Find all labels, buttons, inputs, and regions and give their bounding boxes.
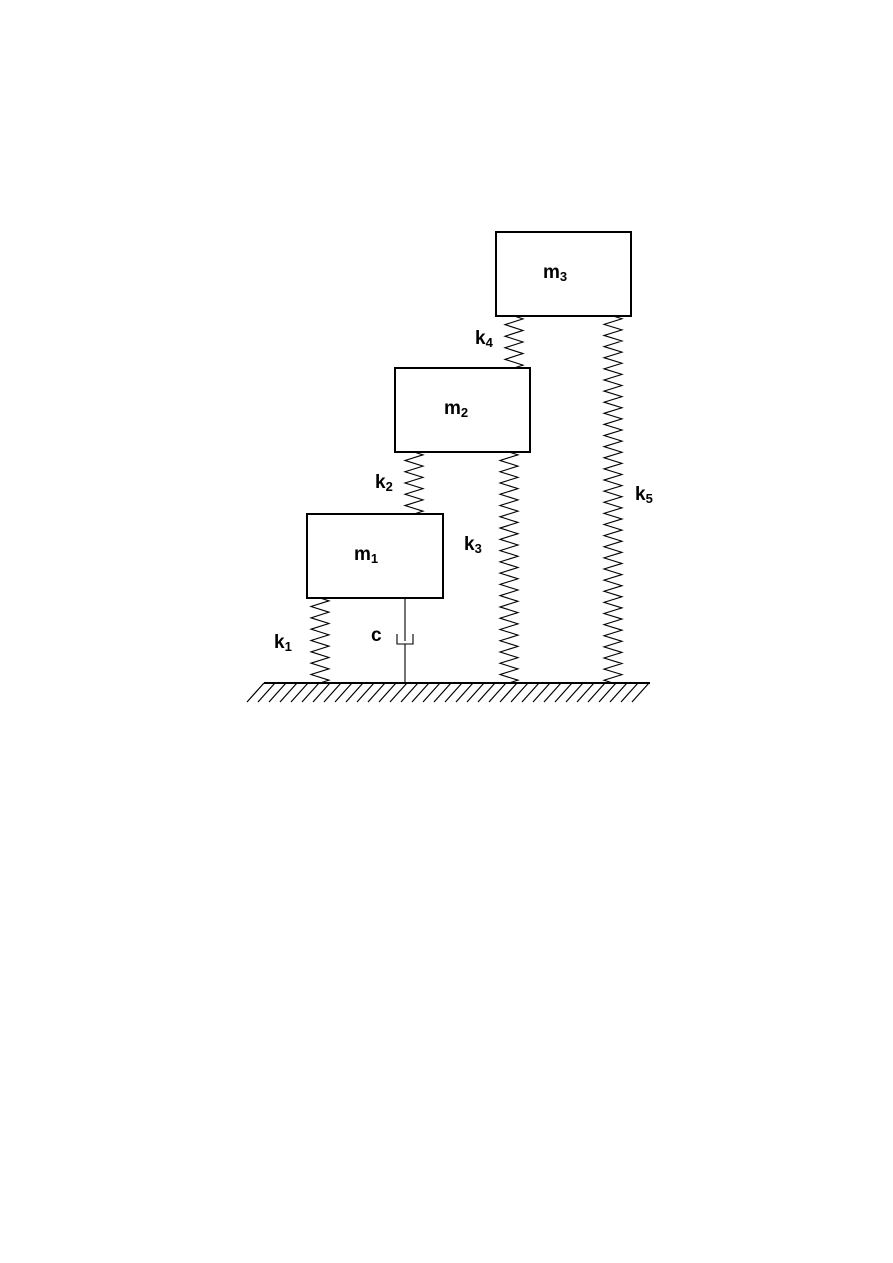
ground-hatch-line	[323, 682, 342, 703]
ground-hatch-line	[609, 682, 628, 703]
ground-hatch-line	[477, 682, 496, 703]
ground-hatch-line	[510, 682, 529, 703]
ground-hatch-line	[598, 682, 617, 703]
ground	[246, 682, 650, 703]
ground-hatch-line	[345, 682, 364, 703]
mass-m3-label: m3	[543, 262, 568, 284]
ground-hatch-line	[543, 682, 562, 703]
spring-k3	[498, 451, 520, 684]
ground-hatch-line	[521, 682, 540, 703]
spring-k5-label: k5	[635, 484, 653, 506]
ground-hatch-line	[455, 682, 474, 703]
ground-hatch-line	[466, 682, 485, 703]
ground-hatch-line	[246, 682, 265, 703]
ground-hatch-line	[488, 682, 507, 703]
mass-m3-block	[495, 231, 632, 317]
spring-k1-label: k1	[274, 632, 292, 654]
ground-hatch-line	[433, 682, 452, 703]
ground-hatch-line	[587, 682, 606, 703]
ground-hatch-line	[444, 682, 463, 703]
spring-k3-label: k3	[464, 534, 482, 556]
mass-m1-block	[306, 513, 444, 599]
ground-hatch-line	[422, 682, 441, 703]
ground-hatch-line	[554, 682, 573, 703]
spring-k4	[503, 315, 525, 369]
damper-c-label: c	[371, 625, 382, 646]
ground-hatch-line	[565, 682, 584, 703]
ground-hatch-line	[576, 682, 595, 703]
ground-hatch-line	[389, 682, 408, 703]
spring-k1	[309, 597, 331, 684]
ground-hatch-line	[367, 682, 386, 703]
mass-m1-label: m1	[354, 544, 379, 566]
ground-hatch-line	[620, 682, 639, 703]
spring-k4-label: k4	[475, 328, 493, 350]
mass-m2-label: m2	[444, 398, 469, 420]
ground-hatch-line	[411, 682, 430, 703]
ground-hatch-line	[268, 682, 287, 703]
ground-hatch-line	[356, 682, 375, 703]
mass-m2-block	[394, 367, 531, 453]
spring-k2	[403, 451, 425, 515]
spring-k5	[602, 315, 624, 684]
ground-hatch-line	[312, 682, 331, 703]
ground-hatch-line	[290, 682, 309, 703]
ground-hatch-line	[631, 682, 650, 703]
damper-c	[396, 598, 414, 683]
ground-hatch-line	[279, 682, 298, 703]
spring-k2-label: k2	[375, 472, 393, 494]
ground-hatch-line	[257, 682, 276, 703]
ground-hatching	[246, 682, 650, 703]
ground-hatch-line	[400, 682, 419, 703]
ground-hatch-line	[499, 682, 518, 703]
ground-hatch-line	[301, 682, 320, 703]
ground-hatch-line	[378, 682, 397, 703]
ground-hatch-line	[532, 682, 551, 703]
ground-hatch-line	[334, 682, 353, 703]
